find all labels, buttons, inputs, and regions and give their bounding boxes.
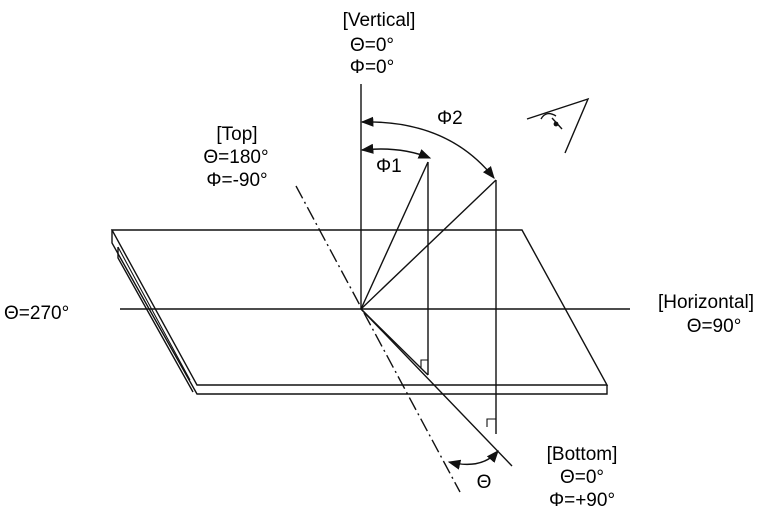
view-ray-2: [360, 179, 497, 310]
top-label: [Top]: [216, 124, 257, 145]
bottom-theta-label: Θ=0°: [560, 467, 604, 488]
azimuth-line: [360, 308, 513, 467]
top-bottom-axis-line: [295, 185, 461, 493]
phi2-arc: [360, 116, 495, 179]
panel-plate: [110, 229, 609, 395]
horizontal-theta-label: Θ=90°: [687, 316, 742, 337]
eye-icon: [526, 97, 590, 154]
panel-top-face: [110, 229, 609, 386]
vertical-phi-label: Φ=0°: [350, 57, 394, 78]
theta-angle-label: Θ: [477, 472, 492, 493]
projection-line-1: [360, 308, 429, 376]
bottom-label: [Bottom]: [547, 444, 618, 465]
vertical-theta-label: Θ=0°: [350, 35, 394, 56]
panel-edge: [111, 230, 608, 395]
top-phi-label: Φ=-90°: [206, 170, 267, 191]
bottom-phi-label: Φ=+90°: [549, 490, 615, 511]
right-angle-mark-1: [420, 359, 428, 368]
vertical-label: [Vertical]: [343, 10, 416, 31]
right-angle-mark-2: [486, 418, 496, 427]
left-theta-label: Θ=270°: [4, 303, 69, 324]
phi2-label: Φ2: [437, 108, 463, 129]
theta-arc: [447, 450, 499, 470]
panel-side-inner-line: [117, 246, 191, 381]
panel-side-step: [117, 247, 194, 393]
view-ray-1: [360, 161, 429, 310]
horizontal-label: [Horizontal]: [658, 292, 754, 313]
phi1-label: Φ1: [376, 156, 402, 177]
top-theta-label: Θ=180°: [203, 147, 268, 168]
